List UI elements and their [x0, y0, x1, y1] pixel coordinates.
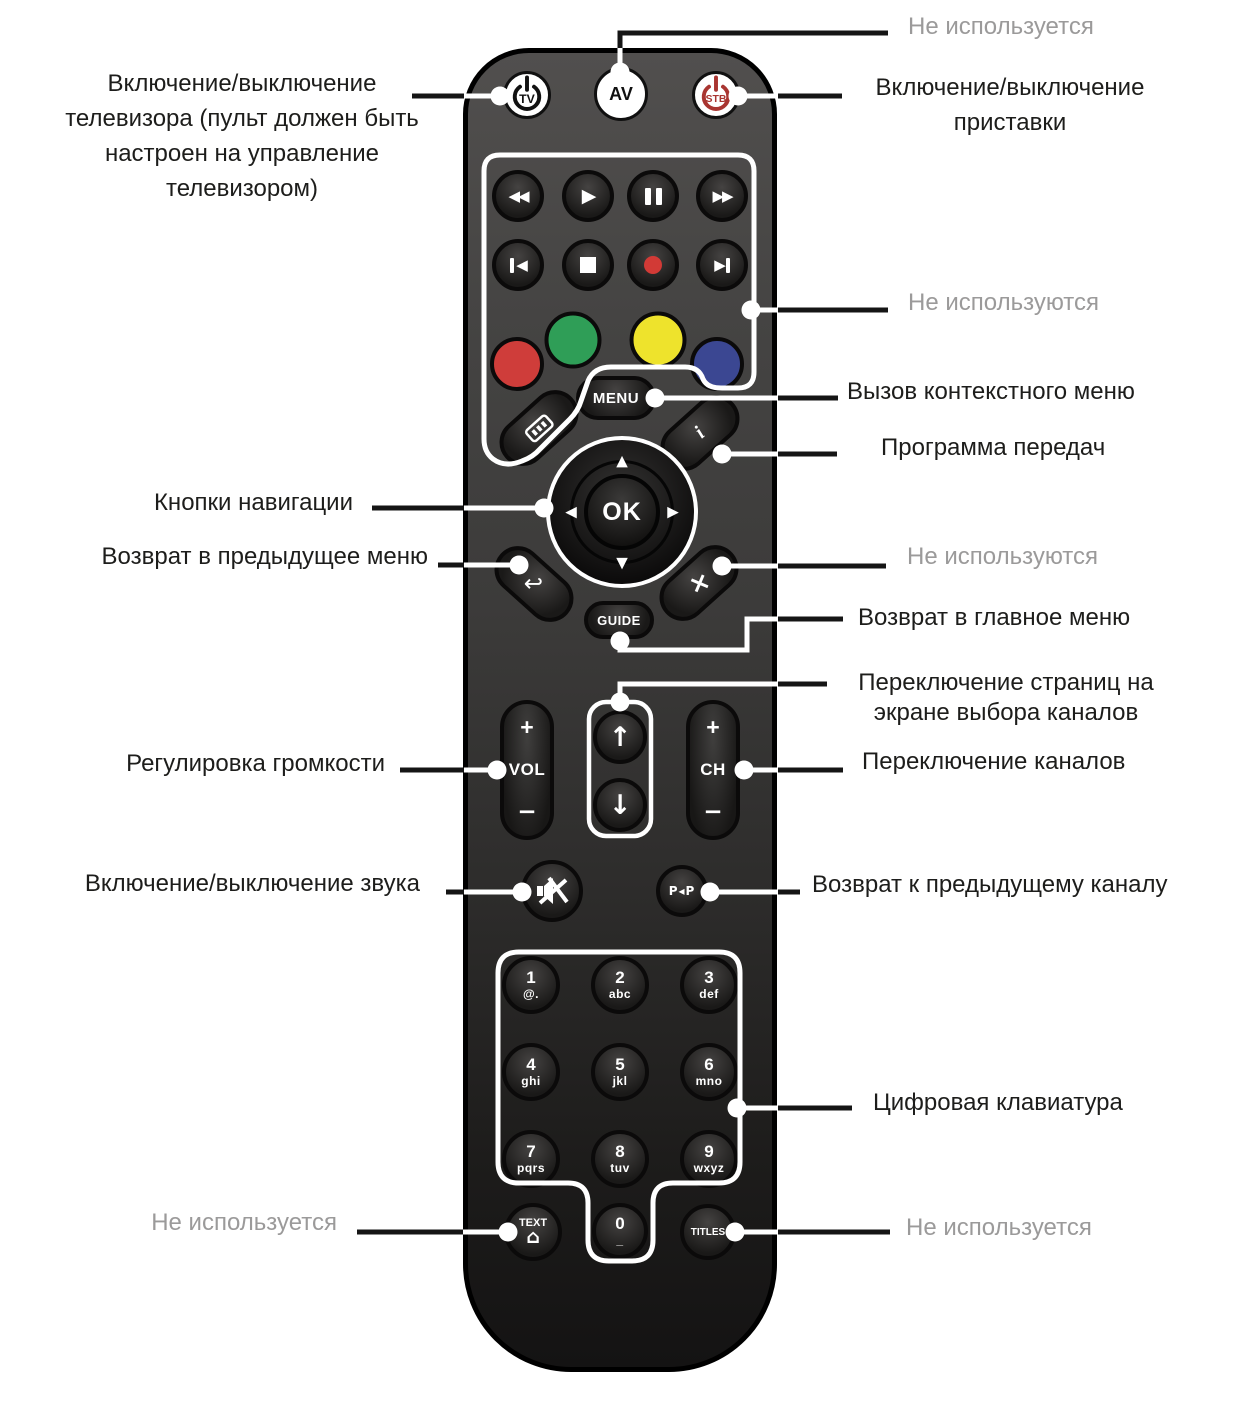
arrow-left-button[interactable]: ◀ [565, 502, 577, 521]
av-label: AV [609, 83, 633, 104]
stop-icon [580, 257, 596, 273]
volume-up-label[interactable]: + [520, 714, 534, 740]
red-key[interactable] [490, 337, 544, 391]
record-icon [644, 256, 662, 274]
previous-channel-button[interactable]: P◂P [656, 865, 708, 917]
blue-key[interactable] [690, 337, 744, 391]
menu-button[interactable]: MENU [576, 376, 656, 420]
close-icon: × [683, 565, 715, 601]
mute-button[interactable] [521, 860, 583, 922]
volume-rocker[interactable]: + VOL − [500, 700, 554, 840]
play-button[interactable]: ▶ [562, 170, 614, 222]
rewind-icon: ◀◀ [508, 186, 529, 205]
page-down-button[interactable]: ↓ [593, 778, 647, 832]
guide-button[interactable]: GUIDE [584, 601, 654, 639]
label-page-switch: Переключение страниц на экране выбора ка… [858, 669, 1154, 726]
channel-up-label[interactable]: + [706, 714, 720, 740]
page-up-icon: ↑ [608, 721, 632, 753]
label-exit-not-used: Не используются [907, 543, 1099, 570]
fast-forward-icon: ▶▶ [712, 186, 733, 205]
label-numpad: Цифровая клавиатура [873, 1089, 1123, 1116]
fast-forward-button[interactable]: ▶▶ [696, 170, 748, 222]
label-program-guide: Программа передач [881, 434, 1106, 461]
next-track-button[interactable]: ▶ [696, 239, 748, 291]
label-prev-channel: Возврат к предыдущему каналу [812, 871, 1168, 898]
svg-text:STB: STB [706, 93, 727, 105]
tv-power-button[interactable]: TV [503, 71, 551, 119]
menu-label: MENU [592, 389, 640, 407]
channel-down-label[interactable]: − [703, 799, 723, 825]
label-context-menu: Вызов контекстного меню [847, 378, 1135, 405]
titles-button[interactable]: TITLES [680, 1204, 736, 1260]
label-back: Возврат в предыдущее меню [101, 543, 428, 570]
next-track-icon: ▶ [714, 257, 730, 273]
arrow-right-button[interactable]: ▶ [667, 502, 679, 521]
label-playback-not-used: Не используются [908, 289, 1100, 316]
stop-button[interactable] [562, 239, 614, 291]
play-icon: ▶ [581, 184, 597, 207]
label-stb-power: Включение/выключение приставки [875, 74, 1145, 136]
guide-label: GUIDE [597, 612, 641, 628]
label-av-not-used: Не используется [908, 13, 1094, 40]
svg-text:TV: TV [519, 92, 535, 106]
channel-rocker[interactable]: + CH − [686, 700, 740, 840]
info-icon: i [690, 422, 710, 443]
label-navigation: Кнопки навигации [153, 489, 353, 516]
label-text-not-used: Не используется [151, 1209, 337, 1236]
ok-label: OK [602, 497, 642, 526]
stb-power-icon: STB [701, 75, 731, 111]
label-tv-power: Включение/выключение телевизора (пульт д… [65, 70, 419, 202]
arrow-up-button[interactable]: ▲ [616, 451, 628, 470]
label-mute: Включение/выключение звука [84, 870, 420, 897]
rewind-button[interactable]: ◀◀ [492, 170, 544, 222]
pause-button[interactable] [627, 170, 679, 222]
green-key[interactable] [544, 311, 602, 369]
label-main-menu: Возврат в главное меню [858, 604, 1131, 631]
mute-speaker-icon [537, 876, 569, 905]
yellow-key[interactable] [629, 311, 687, 369]
label-channels: Переключение каналов [862, 748, 1126, 775]
pause-icon [644, 187, 662, 205]
label-volume: Регулировка громкости [126, 750, 385, 777]
back-arrow-icon: ↩ [524, 571, 544, 597]
key-1[interactable]: 1@. [502, 956, 560, 1014]
key-0[interactable]: 0_ [592, 1203, 648, 1259]
page-down-icon: ↓ [608, 789, 632, 821]
ok-button[interactable]: OK [584, 474, 660, 550]
titles-label: TITLES [690, 1226, 726, 1238]
volume-down-label[interactable]: − [517, 799, 537, 825]
previous-track-button[interactable]: ◀ [492, 239, 544, 291]
record-button[interactable] [627, 239, 679, 291]
av-button[interactable]: AV [594, 67, 648, 121]
previous-channel-label: P◂P [668, 884, 696, 898]
channel-label: CH [700, 760, 726, 779]
callout-line-av [617, 30, 888, 49]
home-icon: ⌂ [526, 1226, 540, 1249]
volume-label: VOL [508, 760, 546, 779]
stb-power-button[interactable]: STB [692, 71, 740, 119]
label-titles-not-used: Не используется [906, 1214, 1092, 1241]
previous-track-icon: ◀ [510, 257, 528, 273]
page-up-button[interactable]: ↑ [593, 710, 647, 764]
film-strip-icon [524, 414, 554, 442]
text-button[interactable]: TEXT ⌂ [504, 1203, 562, 1261]
arrow-down-button[interactable]: ▼ [616, 553, 628, 572]
tv-power-icon: TV [512, 75, 542, 111]
